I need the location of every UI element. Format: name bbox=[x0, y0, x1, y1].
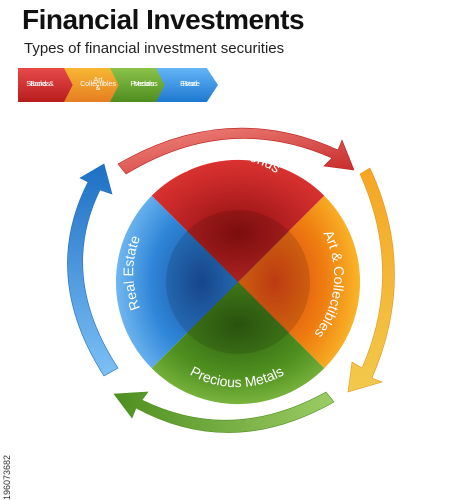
inner-divider bbox=[186, 230, 290, 334]
inner-divider bbox=[186, 230, 290, 334]
page-subtitle: Types of financial investment securities bbox=[24, 40, 285, 57]
arrow-blue bbox=[67, 163, 119, 377]
stock-image-id: 196073682 bbox=[2, 454, 12, 500]
segment-precious-metals bbox=[151, 282, 325, 405]
legend-tab-text: Stocks &Bonds bbox=[26, 81, 54, 88]
arrow-orange bbox=[347, 167, 395, 393]
inner-circle bbox=[166, 210, 310, 354]
segment-art-collectibles bbox=[238, 195, 361, 369]
page-title: Financial Investments bbox=[22, 4, 305, 35]
segment-stocks-bonds bbox=[151, 159, 325, 282]
arrow-green bbox=[113, 391, 335, 433]
arrow-red bbox=[117, 127, 355, 175]
legend-tab-text: Art &Collectibles bbox=[80, 77, 116, 92]
segment-real-estate bbox=[115, 195, 238, 369]
